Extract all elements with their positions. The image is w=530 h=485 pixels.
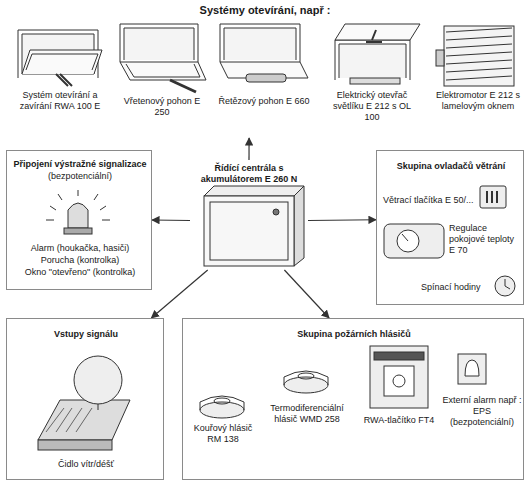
system-label: Systém otevírání a zavírání RWA 100 E	[14, 90, 106, 112]
box-heading: Připojení výstražné signalizace	[9, 159, 151, 170]
heat-detector	[284, 371, 328, 393]
detector-label: Kouřový hlásič RM 138	[187, 423, 259, 445]
arrow-connector	[151, 270, 207, 318]
alarm-lamp	[46, 190, 110, 234]
thermostat	[384, 224, 444, 258]
signal-label: Porucha (kontrolka)	[9, 255, 151, 266]
control-label: Větrací tlačítka E 50/...	[383, 195, 483, 206]
arrow-connector	[248, 138, 249, 160]
window-skylight	[335, 24, 420, 84]
system-label: Řetězový pohon E 660	[218, 96, 310, 107]
alarm-bell	[458, 354, 486, 384]
window-louvre	[436, 26, 514, 86]
timer-clock	[495, 276, 515, 296]
systems-panel: Systémy otevírání, např : Systém otevírán…	[0, 0, 530, 138]
detector-label: Termodiferenciální hlásič WMD 258	[261, 403, 353, 425]
fire-detector-box: Skupina požárních hlásičůKouřový hlásič …	[182, 318, 524, 480]
signal-box: Připojení výstražné signalizace(bezpoten…	[6, 150, 152, 290]
vent-button	[480, 186, 506, 208]
window-rwa	[18, 30, 102, 86]
detector-label: RWA-tlačítko FT4	[359, 415, 439, 426]
wind-rain-sensor	[38, 356, 130, 450]
box-heading: Skupina požárních hlásičů	[185, 329, 523, 340]
signal-label: Okno "otevřeno" (kontrolka)	[9, 267, 151, 278]
title: Systémy otevírání, např :	[0, 4, 530, 17]
box-subheading: (bezpotenciální)	[9, 171, 151, 182]
control-label: Spínací hodiny	[421, 282, 497, 293]
unit-label: Řídící centrála s akumulátorem E 260 N	[192, 163, 306, 185]
control-group-box: Skupina ovladačů větráníVětrací tlačítka…	[376, 150, 524, 305]
rwa-button	[370, 346, 428, 408]
arrow-connector	[308, 219, 376, 221]
control-label: Regulace pokojové teploty E 70	[449, 223, 521, 256]
window-spindle	[120, 24, 206, 92]
arrow-connector	[152, 219, 190, 221]
box-heading: Skupina ovladačů větrání	[379, 161, 523, 172]
box-heading: Vstupy signálu	[9, 329, 163, 340]
signal-label: Alarm (houkačka, hasiči)	[9, 243, 151, 254]
signal-input-box: Vstupy signáluČidlo vítr/déšť	[6, 318, 164, 480]
control-cabinet	[204, 186, 304, 266]
sensor-label: Čidlo vítr/déšť	[9, 459, 163, 470]
system-label: Elektromotor E 212 s lamelovým oknem	[432, 90, 524, 112]
smoke-detector	[200, 396, 244, 418]
system-label: Elektrický otevřač světlíku E 212 s OL 1…	[326, 90, 418, 123]
system-label: Vřetenový pohon E 250	[116, 96, 208, 118]
arrow-connector	[284, 270, 329, 318]
window-chain	[220, 24, 308, 82]
detector-label: Externí alarm např : EPS (bezpotenciální…	[441, 395, 523, 428]
control-unit: Řídící centrála s akumulátorem E 260 N	[190, 160, 308, 270]
